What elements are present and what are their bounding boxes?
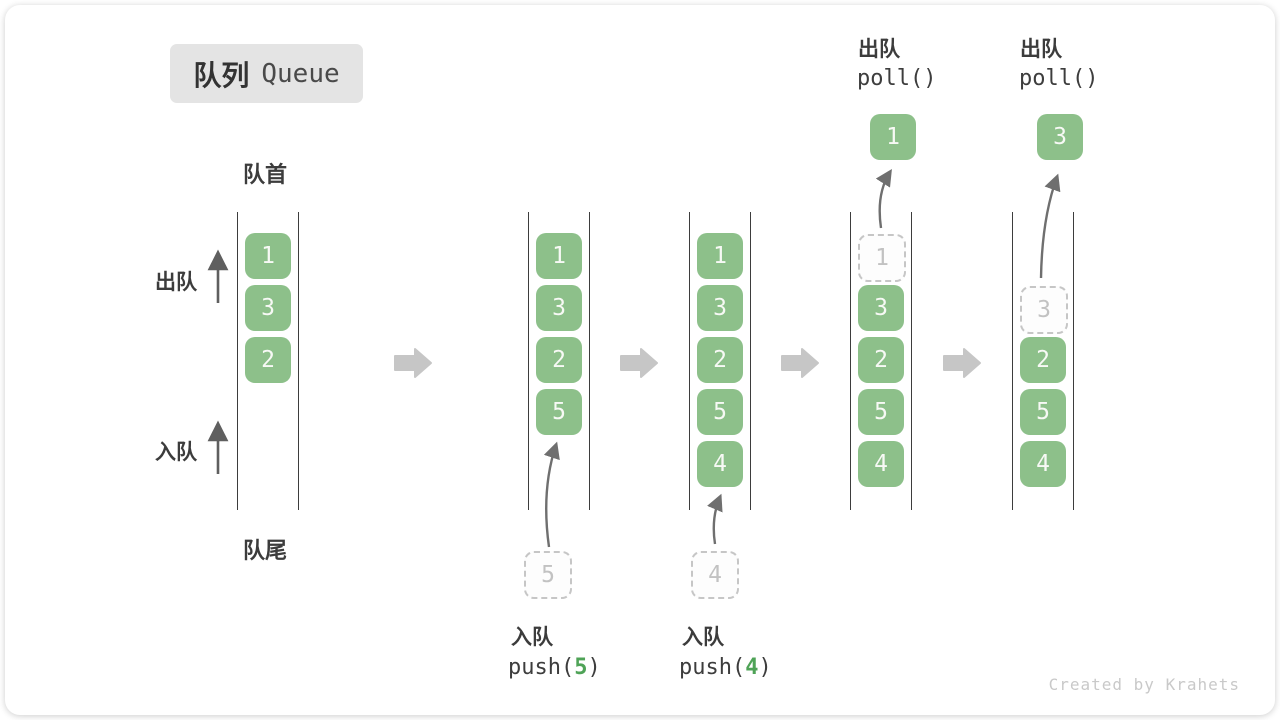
label-queue-rear: 队尾 bbox=[243, 538, 288, 563]
title-badge: 队列 Queue bbox=[170, 44, 363, 103]
code-pre: push( bbox=[679, 655, 746, 680]
queue-block: 5 bbox=[1020, 389, 1066, 435]
polled-out-block: 3 bbox=[1037, 114, 1083, 160]
queue-block: 3 bbox=[697, 285, 743, 331]
queue-block: 1 bbox=[536, 233, 582, 279]
queue-rails-state-3 bbox=[689, 212, 751, 510]
queue-rails-state-2 bbox=[528, 212, 590, 510]
label-queue-front: 队首 bbox=[243, 162, 288, 187]
poll1-op-label: 出队 bbox=[858, 38, 900, 61]
queue-block: 5 bbox=[697, 389, 743, 435]
push5-op-label: 入队 bbox=[511, 626, 553, 649]
diagram-card bbox=[5, 5, 1275, 715]
queue-block: 3 bbox=[858, 285, 904, 331]
queue-block: 4 bbox=[858, 441, 904, 487]
queue-rails-state-5 bbox=[1012, 212, 1074, 510]
code-arg: 5 bbox=[574, 655, 588, 680]
queue-block: 2 bbox=[245, 337, 291, 383]
label-enqueue-side: 入队 bbox=[155, 441, 197, 464]
poll1-code: poll() bbox=[857, 66, 937, 91]
queue-block: 1 bbox=[245, 233, 291, 279]
incoming-ghost-block: 5 bbox=[524, 551, 572, 599]
code-arg: 4 bbox=[745, 655, 759, 680]
queue-block: 2 bbox=[1020, 337, 1066, 383]
polled-out-block: 1 bbox=[870, 114, 916, 160]
queue-block: 2 bbox=[536, 337, 582, 383]
code-post: ) bbox=[587, 655, 601, 680]
queue-block: 5 bbox=[536, 389, 582, 435]
queue-block: 2 bbox=[697, 337, 743, 383]
queue-block: 3 bbox=[536, 285, 582, 331]
removed-ghost-block: 3 bbox=[1020, 286, 1068, 334]
incoming-ghost-block: 4 bbox=[691, 551, 739, 599]
push4-op-label: 入队 bbox=[682, 626, 724, 649]
code-post: ) bbox=[758, 655, 772, 680]
code-pre: push( bbox=[508, 655, 575, 680]
label-dequeue-side: 出队 bbox=[155, 271, 197, 294]
push4-code: push(4) bbox=[679, 655, 772, 680]
poll2-code: poll() bbox=[1019, 66, 1099, 91]
queue-block: 1 bbox=[697, 233, 743, 279]
queue-block: 2 bbox=[858, 337, 904, 383]
queue-block: 4 bbox=[697, 441, 743, 487]
removed-ghost-block: 1 bbox=[858, 234, 906, 282]
push5-code: push(5) bbox=[508, 655, 601, 680]
poll2-op-label: 出队 bbox=[1020, 38, 1062, 61]
title-en: Queue bbox=[261, 58, 340, 89]
queue-block: 4 bbox=[1020, 441, 1066, 487]
queue-block: 3 bbox=[245, 285, 291, 331]
queue-rails-state-4 bbox=[850, 212, 912, 510]
watermark: Created by Krahets bbox=[1048, 675, 1240, 694]
queue-block: 5 bbox=[858, 389, 904, 435]
title-zh: 队列 bbox=[193, 59, 250, 91]
queue-rails-state-1 bbox=[237, 212, 299, 510]
